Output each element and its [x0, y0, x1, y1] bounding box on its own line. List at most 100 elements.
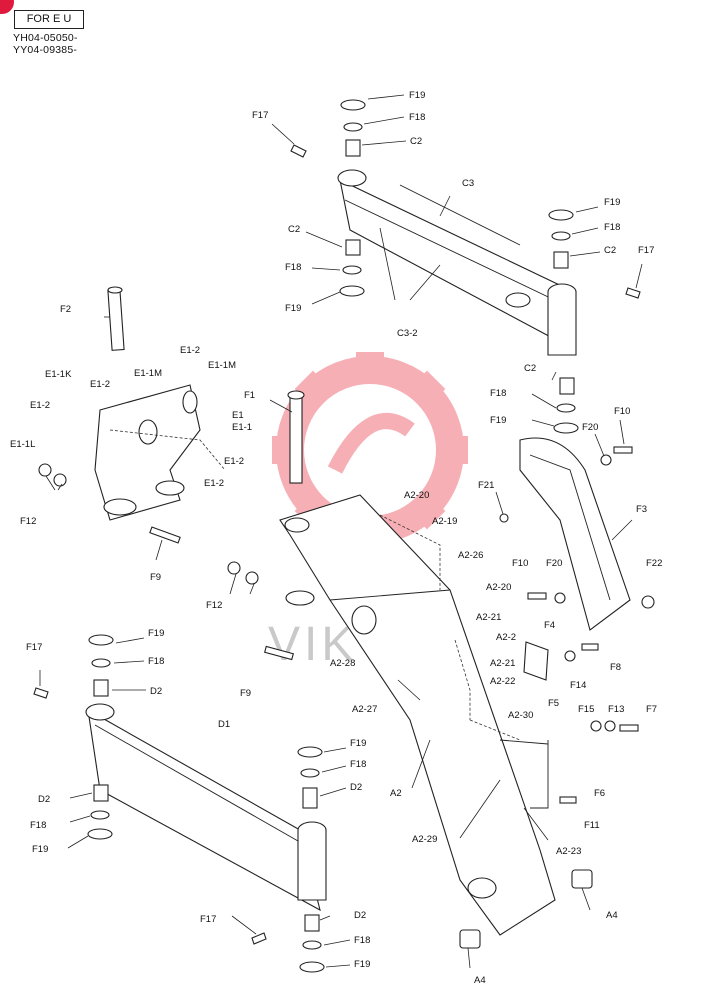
serial-range-2: YY04-09385- [13, 44, 78, 56]
part-label-f9-b: F9 [240, 688, 251, 699]
part-label-f5: F5 [548, 698, 559, 709]
bolt-icon [149, 446, 639, 804]
part-label-f11: F11 [584, 820, 600, 831]
part-label-e1-1l: E1-1L [10, 439, 35, 450]
part-label-f17-d1r: F17 [200, 914, 216, 925]
part-label-f2: F2 [60, 304, 71, 315]
part-label-c2-top: C2 [410, 136, 422, 147]
part-label-c2-left: C2 [288, 224, 300, 235]
nut-icon [38, 454, 655, 732]
part-label-e1-1k: E1-1K [45, 369, 72, 380]
washer-stack-d1-left [87, 634, 114, 840]
part-label-f12-b: F12 [206, 600, 222, 611]
bush-a4 [459, 869, 593, 949]
part-label-a2-26: A2-26 [458, 550, 483, 561]
arm-d1 [85, 703, 327, 912]
part-label-f18-mid: F18 [490, 388, 506, 399]
part-label-e1-1: E1-1 [232, 422, 252, 433]
arm-c3 [337, 169, 577, 356]
boom-a2 [279, 494, 556, 936]
bracket-f3 [519, 437, 631, 631]
part-label-f22: F22 [646, 558, 662, 569]
part-label-d2-d1: D2 [150, 686, 162, 697]
washer-stack-c3-left [339, 239, 365, 297]
grease-fitting-icon [33, 144, 641, 945]
part-label-a2-20b: A2-20 [486, 582, 511, 593]
part-label-f17-c3: F17 [252, 110, 268, 121]
part-label-f19-mid: F19 [490, 415, 506, 426]
part-label-f10-b: F10 [512, 558, 528, 569]
part-label-f19-d1: F19 [148, 628, 164, 639]
part-label-a4-b: A4 [474, 975, 486, 986]
part-label-f18-r: F18 [604, 222, 620, 233]
part-label-f19-left: F19 [285, 303, 301, 314]
part-label-e1-2e: E1-2 [204, 478, 224, 489]
washer-stack-d1-right [297, 746, 325, 973]
part-label-d1: D1 [218, 719, 230, 730]
part-label-f1: F1 [244, 390, 255, 401]
part-label-c3: C3 [462, 178, 474, 189]
hidden-lines [109, 429, 521, 741]
part-label-f19-d1r: F19 [350, 738, 366, 749]
part-label-f19-r: F19 [604, 197, 620, 208]
part-label-f9-a: F9 [150, 572, 161, 583]
part-label-e1: E1 [232, 410, 244, 421]
part-label-e1-2d: E1-2 [224, 456, 244, 467]
part-label-c2-r: C2 [604, 245, 616, 256]
part-label-a2-20a: A2-20 [404, 490, 429, 501]
part-label-f21: F21 [478, 480, 494, 491]
washer-stack-c3-mid [553, 377, 579, 434]
part-label-d2-d1r: D2 [350, 782, 362, 793]
part-label-f19-d1b: F19 [32, 844, 48, 855]
pin-f2 [107, 286, 125, 351]
part-label-e1-1m: E1-1M [208, 360, 236, 371]
part-label-f18-d1: F18 [148, 656, 164, 667]
leader-lines [39, 94, 643, 969]
part-label-c2-mid: C2 [524, 363, 536, 374]
part-label-a2-2: A2-2 [496, 632, 516, 643]
part-label-f6: F6 [594, 788, 605, 799]
part-label-f18-top: F18 [409, 112, 425, 123]
part-label-f18-d1b: F18 [30, 820, 46, 831]
part-label-a2-29: A2-29 [412, 834, 437, 845]
washer-stack-c3-top [340, 99, 366, 157]
bracket-e1 [94, 384, 201, 521]
part-label-e1-2a: E1-2 [180, 345, 200, 356]
part-label-f14: F14 [570, 680, 586, 691]
part-label-a2-28: A2-28 [330, 658, 355, 669]
part-label-f17-d1: F17 [26, 642, 42, 653]
pipe-clamp-f5 [499, 739, 549, 809]
part-label-a2-21b: A2-21 [490, 658, 515, 669]
part-label-f18-d1r: F18 [350, 759, 366, 770]
part-label-f20-b: F20 [546, 558, 562, 569]
part-label-f10-a: F10 [614, 406, 630, 417]
part-label-e1-2b: E1-2 [90, 379, 110, 390]
pin-f1 [287, 390, 305, 484]
part-label-f8: F8 [610, 662, 621, 673]
part-label-f12-a: F12 [20, 516, 36, 527]
part-label-f19-d1rb: F19 [354, 959, 370, 970]
part-label-a2: A2 [390, 788, 402, 799]
serial-range-1: YH04-05050- [13, 32, 78, 44]
part-label-f20-a: F20 [582, 422, 598, 433]
part-label-a2-27: A2-27 [352, 704, 377, 715]
market-label: FOR E U [14, 10, 84, 29]
clamp-f4 [523, 641, 549, 681]
part-label-f18-left: F18 [285, 262, 301, 273]
part-label-f15: F15 [578, 704, 594, 715]
part-label-a2-21: A2-21 [476, 612, 501, 623]
washer-stack-c3-right [548, 209, 574, 269]
part-label-a2-23: A2-23 [556, 846, 581, 857]
part-label-c3-2: C3-2 [397, 328, 418, 339]
part-label-f18-d1rb: F18 [354, 935, 370, 946]
part-label-a2-19: A2-19 [432, 516, 457, 527]
part-label-f4: F4 [544, 620, 555, 631]
part-label-a4-r: A4 [606, 910, 618, 921]
part-label-f7: F7 [646, 704, 657, 715]
part-label-d2-d1rb: D2 [354, 910, 366, 921]
part-label-a2-30: A2-30 [508, 710, 533, 721]
part-label-f19-top: F19 [409, 90, 425, 101]
part-label-f3: F3 [636, 504, 647, 515]
